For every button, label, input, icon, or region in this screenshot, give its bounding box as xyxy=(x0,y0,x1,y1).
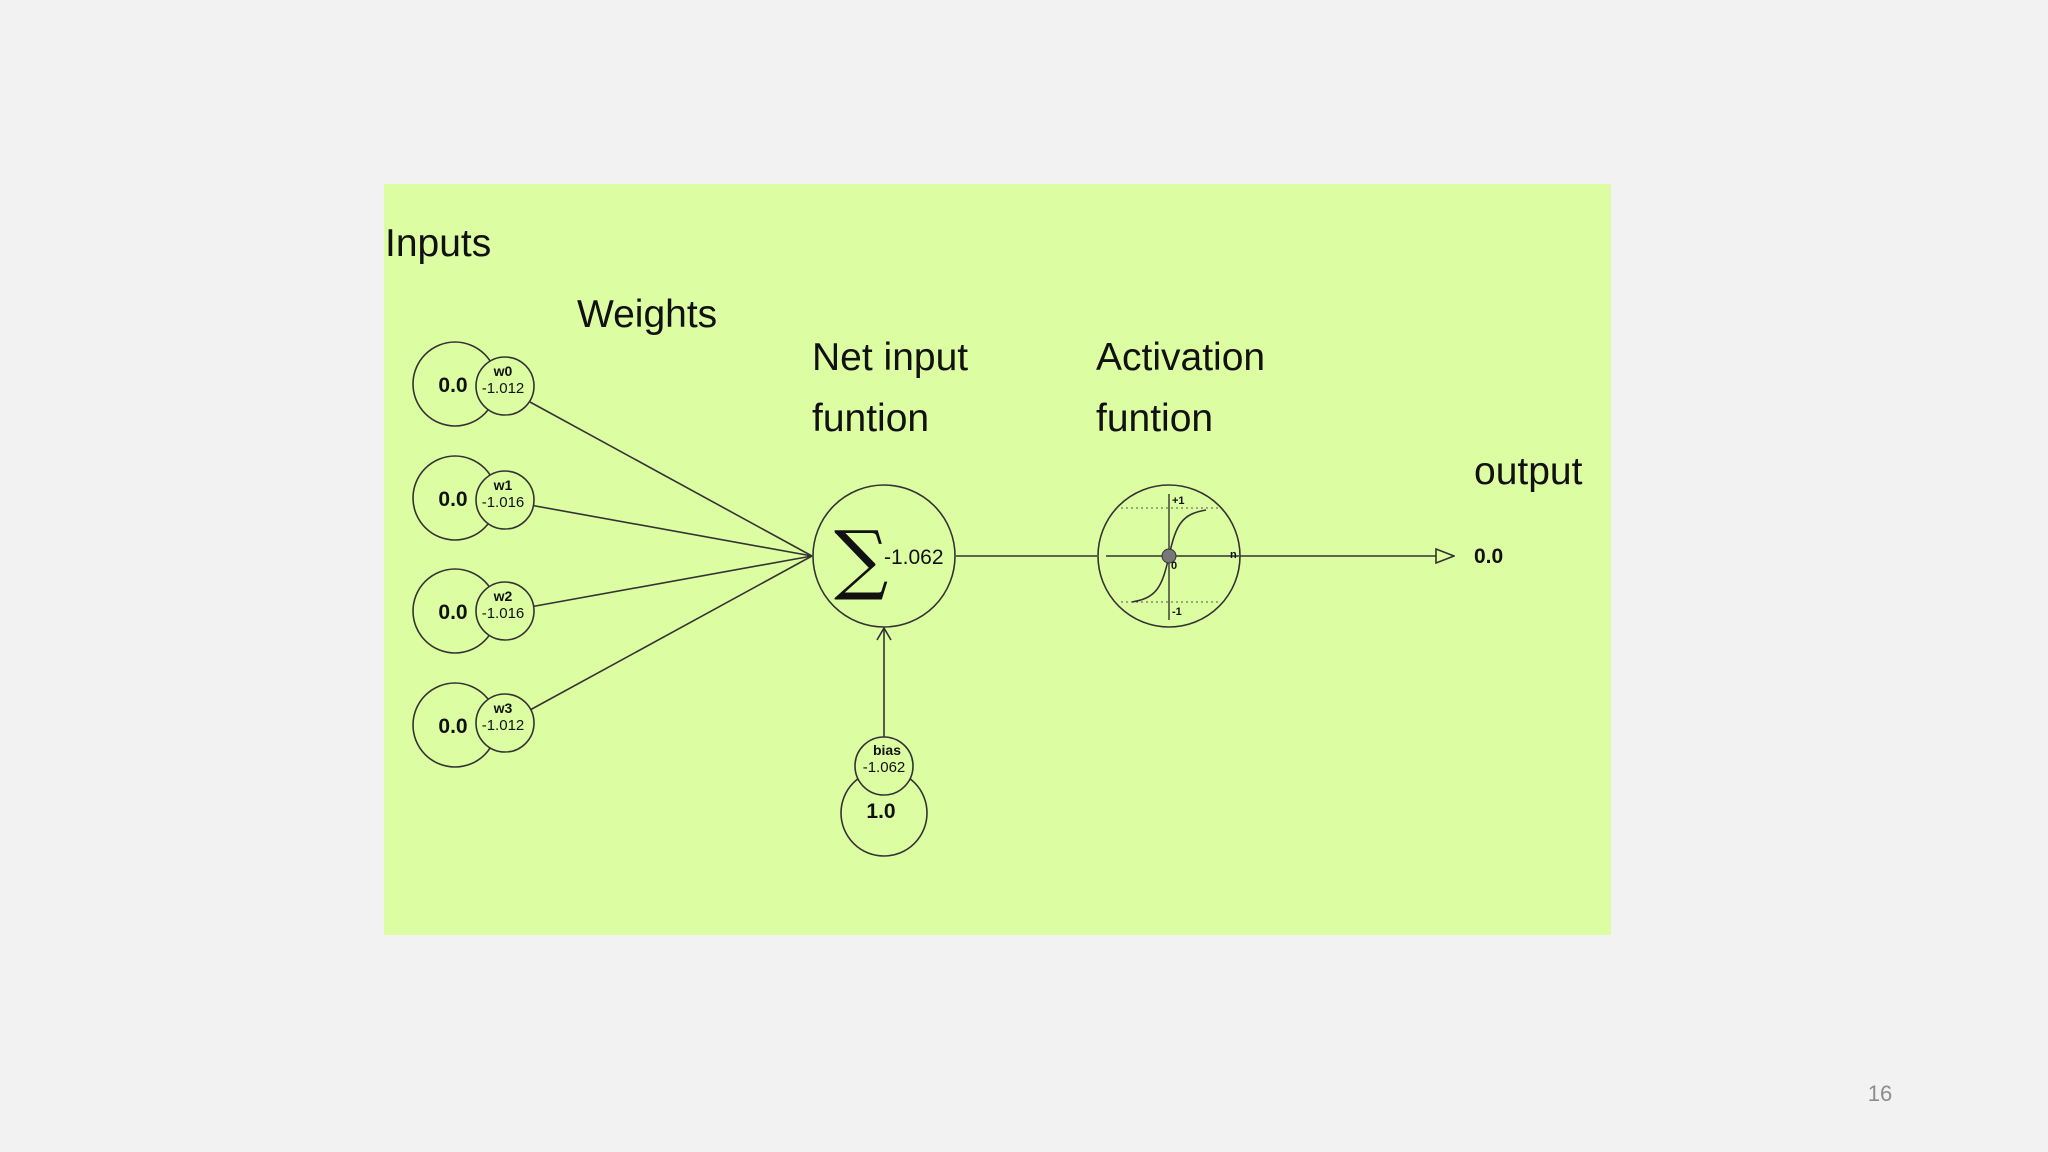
sigma-icon: ∑ xyxy=(834,514,888,603)
page-number: 16 xyxy=(1867,1081,1893,1106)
activation-minus-label: -1 xyxy=(1172,606,1182,618)
neuron-diagram: Inputs Weights Net input funtion Activat… xyxy=(384,184,1611,935)
weights-heading: Weights xyxy=(577,293,717,336)
activation-heading-line1: Activation xyxy=(1096,336,1265,379)
input-value: 0.0 xyxy=(438,601,467,624)
weight-value: -1.016 xyxy=(482,494,525,511)
activation-plus-label: +1 xyxy=(1172,495,1185,507)
net-input-value: -1.062 xyxy=(884,546,944,569)
bias-node: 1.0 bias -1.062 xyxy=(840,736,928,857)
input-node-0: 0.0 w0 -1.012 xyxy=(412,341,535,427)
weight-circle xyxy=(475,581,535,641)
weight-name: w1 xyxy=(493,477,513,493)
bias-weight-value: -1.062 xyxy=(863,759,906,776)
weight-circle xyxy=(475,470,535,530)
connection-line-w0 xyxy=(529,401,813,557)
weight-circle xyxy=(475,356,535,416)
output-value: 0.0 xyxy=(1474,545,1503,568)
connection-line-w2 xyxy=(529,555,813,608)
input-node-2: 0.0 w2 -1.016 xyxy=(412,568,535,654)
neuron-diagram-svg: Inputs Weights Net input funtion Activat… xyxy=(384,184,1611,935)
weight-value: -1.012 xyxy=(482,717,525,734)
input-value: 0.0 xyxy=(438,374,467,397)
weight-value: -1.016 xyxy=(482,605,525,622)
input-value: 0.0 xyxy=(438,488,467,511)
inputs-heading: Inputs xyxy=(385,222,491,265)
bias-weight-circle xyxy=(854,736,914,796)
output-heading: output xyxy=(1474,450,1583,493)
weight-connections xyxy=(529,401,813,711)
sum-circle xyxy=(812,484,956,628)
input-value: 0.0 xyxy=(438,715,467,738)
weight-circle xyxy=(475,693,535,753)
activation-zero-label: 0 xyxy=(1171,560,1177,572)
activation-axis-label: n xyxy=(1230,549,1237,561)
weight-name: w2 xyxy=(493,588,513,604)
weight-name: w0 xyxy=(493,363,513,379)
connection-line-w1 xyxy=(529,504,813,557)
weight-name: w3 xyxy=(493,700,513,716)
activation-node: +1 0 -1 n xyxy=(1097,484,1241,628)
connection-line-w3 xyxy=(529,555,813,711)
input-node-1: 0.0 w1 -1.016 xyxy=(412,455,535,541)
input-node-3: 0.0 w3 -1.012 xyxy=(412,682,535,768)
net-input-heading-line1: Net input xyxy=(812,336,968,379)
bias-input-value: 1.0 xyxy=(866,800,895,823)
net-input-heading-line2: funtion xyxy=(812,397,929,440)
activation-heading-line2: funtion xyxy=(1096,397,1213,440)
net-input-node: ∑ -1.062 xyxy=(812,484,956,628)
activation-point xyxy=(1161,548,1177,564)
weight-value: -1.012 xyxy=(482,380,525,397)
diagram-background xyxy=(384,184,1611,935)
bias-weight-name: bias xyxy=(873,742,901,758)
